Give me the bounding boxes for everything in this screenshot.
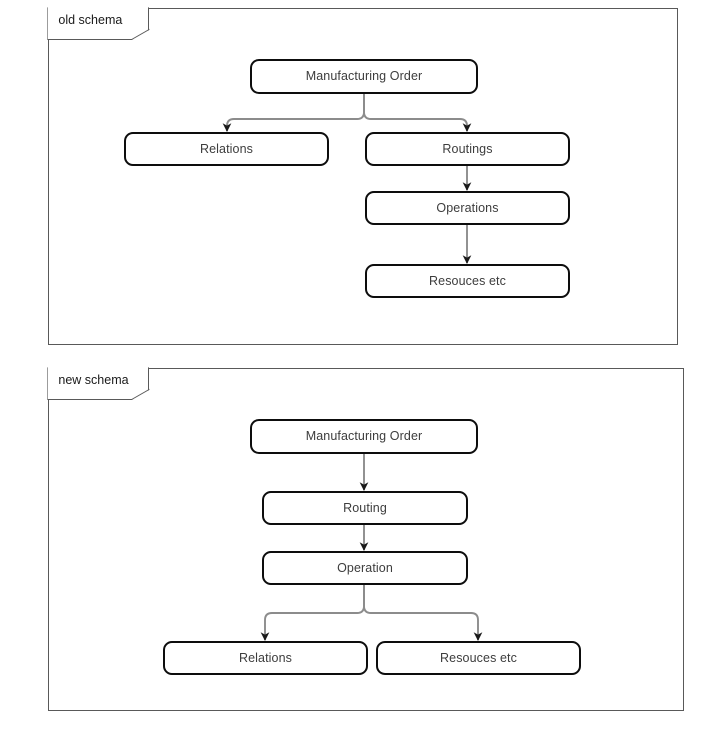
- panel-label-tab-new: new schema: [47, 367, 150, 401]
- node-manufacturing-order-old[interactable]: Manufacturing Order: [250, 59, 478, 94]
- node-resources-new[interactable]: Resouces etc: [376, 641, 581, 675]
- panel-label-new: new schema: [58, 373, 129, 388]
- node-routings-old[interactable]: Routings: [365, 132, 570, 166]
- node-operation-new[interactable]: Operation: [262, 551, 468, 585]
- node-relations-new[interactable]: Relations: [163, 641, 368, 675]
- node-relations-old[interactable]: Relations: [124, 132, 329, 166]
- node-manufacturing-order-new[interactable]: Manufacturing Order: [250, 419, 478, 454]
- panel-label-old: old schema: [58, 13, 123, 28]
- node-resources-old[interactable]: Resouces etc: [365, 264, 570, 298]
- panel-label-tab-old: old schema: [47, 7, 150, 41]
- node-routing-new[interactable]: Routing: [262, 491, 468, 525]
- node-operations-old[interactable]: Operations: [365, 191, 570, 225]
